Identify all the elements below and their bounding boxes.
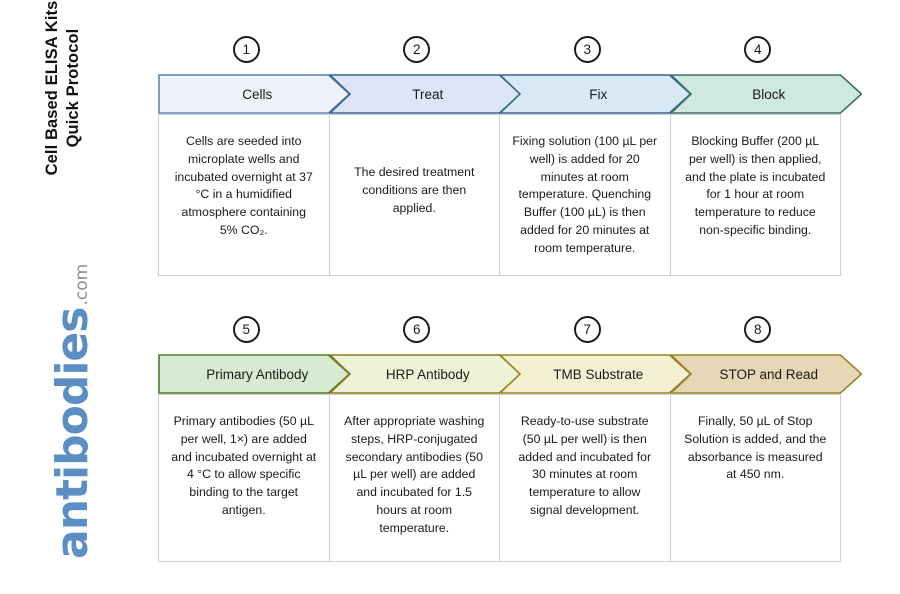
chevron-label: Block	[752, 86, 786, 102]
description-group-1: Cells are seeded into microplate wells a…	[158, 114, 841, 276]
step-description-text: Primary antibodies (50 µL per well, 1×) …	[171, 414, 317, 518]
chevron-step-1[interactable]: Cells	[158, 74, 351, 114]
step-description-cell: Finally, 50 µL of Stop Solution is added…	[669, 394, 841, 562]
step-number-badge: 2	[403, 36, 431, 63]
page-title: Cell Based ELISA Kits Quick Protocol	[43, 0, 82, 176]
step-number-badge: 5	[232, 316, 260, 343]
step-description-text: Cells are seeded into microplate wells a…	[174, 134, 313, 238]
chevron-step-6[interactable]: HRP Antibody	[328, 354, 521, 394]
description-group-2: Primary antibodies (50 µL per well, 1×) …	[158, 394, 841, 562]
step-description-text: The desired treatment conditions are the…	[354, 165, 475, 215]
chevron-step-7[interactable]: TMB Substrate	[499, 354, 692, 394]
step-description-cell: Blocking Buffer (200 µL per well) is the…	[669, 114, 841, 276]
chevron-step-8[interactable]: STOP and Read	[669, 354, 862, 394]
step-number-group-2: 5 6 7 8	[158, 316, 840, 346]
step-description-text: Fixing solution (100 µL per well) is add…	[512, 134, 658, 255]
step-description-cell: The desired treatment conditions are the…	[328, 114, 500, 276]
step-description-text: After appropriate washing steps, HRP-con…	[344, 414, 485, 535]
chevron-label: TMB Substrate	[553, 366, 644, 382]
step-description-text: Ready-to-use substrate (50 µL per well) …	[518, 414, 652, 518]
chevron-label: Treat	[412, 86, 444, 102]
chevron-step-2[interactable]: Treat	[328, 74, 521, 114]
step-description-text: Blocking Buffer (200 µL per well) is the…	[685, 134, 826, 238]
chevron-step-5[interactable]: Primary Antibody	[158, 354, 351, 394]
step-number-badge: 3	[573, 36, 601, 63]
step-number-badge: 7	[573, 316, 601, 343]
chevron-label: Primary Antibody	[206, 366, 309, 382]
logo-domain-suffix: .com	[72, 263, 92, 306]
step-description-text: Finally, 50 µL of Stop Solution is added…	[684, 414, 827, 482]
chevron-group-1: Cells Treat Fix Block	[158, 74, 862, 114]
chevron-label: Cells	[242, 86, 273, 102]
step-description-cell: After appropriate washing steps, HRP-con…	[328, 394, 500, 562]
chevron-label: Fix	[589, 86, 608, 102]
step-description-cell: Fixing solution (100 µL per well) is add…	[499, 114, 671, 276]
step-number-badge: 8	[744, 316, 772, 343]
flow-row-2: 5 6 7 8 Primary Antibody HRP Antibody TMB Sub…	[158, 316, 862, 562]
logo-wordmark: antibodies	[47, 307, 98, 559]
chevron-group-2: Primary Antibody HRP Antibody TMB Substrat…	[158, 354, 862, 394]
chevron-label: HRP Antibody	[385, 366, 470, 382]
step-description-cell: Ready-to-use substrate (50 µL per well) …	[499, 394, 671, 562]
step-description-cell: Cells are seeded into microplate wells a…	[158, 114, 330, 276]
step-number-badge: 6	[403, 316, 431, 343]
chevron-step-4[interactable]: Block	[669, 74, 862, 114]
flow-row-1: 1 2 3 4 Cells Treat Fix Block Cells are seeded…	[158, 36, 862, 276]
step-description-cell: Primary antibodies (50 µL per well, 1×) …	[158, 394, 330, 562]
chevron-label: STOP and Read	[719, 366, 819, 382]
step-number-badge: 1	[232, 36, 260, 63]
chevron-step-3[interactable]: Fix	[499, 74, 692, 114]
antibodies-logo: antibodies .com	[47, 264, 109, 559]
step-number-group-1: 1 2 3 4	[158, 36, 840, 66]
step-number-badge: 4	[744, 36, 772, 63]
